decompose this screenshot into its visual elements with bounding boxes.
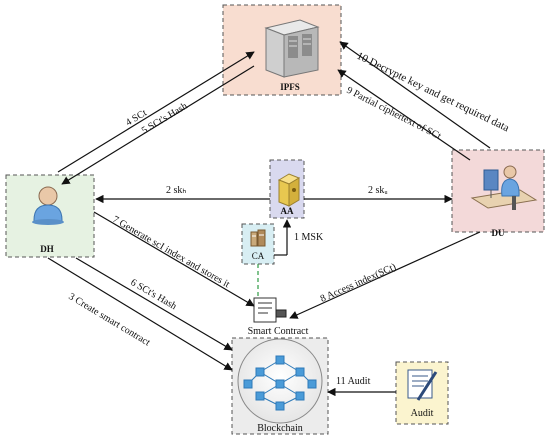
edge-7-generate-index: 7 Generate scI index and stores it — [93, 211, 255, 307]
edge-6-label: 6 SCt's Hash — [129, 277, 179, 312]
audit-node: Audit — [395, 361, 449, 425]
user-at-computer-icon — [470, 165, 538, 210]
dh-node: DH — [5, 174, 95, 258]
ipfs-label: IPFS — [280, 82, 300, 92]
document-pen-icon — [407, 369, 438, 401]
audit-label: Audit — [411, 408, 434, 419]
edge-7-label: 7 Generate scI index and stores it — [111, 214, 232, 290]
user-icon — [32, 186, 64, 225]
blockchain-node: Blockchain — [231, 337, 329, 435]
edge-1-label: 1 MSK — [294, 232, 324, 243]
server-icon — [264, 19, 320, 78]
du-label: DU — [492, 228, 505, 238]
edge-1-msk: 1 MSK — [274, 219, 324, 256]
network-cubes-icon — [243, 355, 317, 411]
edge-2-sku: 2 skᵤ — [304, 185, 453, 204]
du-box — [451, 149, 545, 233]
edge-4-sct: 4 SCt — [57, 51, 255, 173]
smart-contract-label: Smart Contract — [248, 326, 309, 337]
aa-label: AA — [281, 206, 294, 216]
blockchain-label: Blockchain — [257, 423, 303, 434]
ipfs-node: IPFS — [222, 4, 342, 96]
du-node: DU — [451, 149, 545, 238]
edge-3-label: 3 Create smart contract — [66, 291, 152, 348]
ca-node: CA — [241, 223, 275, 265]
edge-2-sku-label: 2 skᵤ — [368, 185, 388, 196]
edge-8-access-index: 8 Access index(SCt) — [289, 231, 481, 319]
edge-8-label: 8 Access index(SCt) — [319, 261, 398, 304]
edge-10-label: 10 Decrypte key and get required data — [355, 50, 511, 134]
edge-11-label: 11 Audit — [336, 376, 371, 387]
edge-2-skh: 2 skₕ — [95, 185, 270, 204]
edge-11-audit: 11 Audit — [327, 376, 396, 397]
key-server-icon — [277, 173, 301, 207]
ca-label: CA — [252, 251, 265, 261]
smart-contract-node: Smart Contract — [248, 297, 309, 337]
aa-node: AA — [269, 159, 305, 219]
edge-5-sct-hash: 5 SCt's Hash — [61, 65, 255, 185]
contract-document-icon — [253, 297, 287, 323]
certificate-server-icon — [250, 229, 266, 247]
dh-label: DH — [40, 244, 54, 254]
edge-2-skh-label: 2 skₕ — [166, 185, 186, 196]
